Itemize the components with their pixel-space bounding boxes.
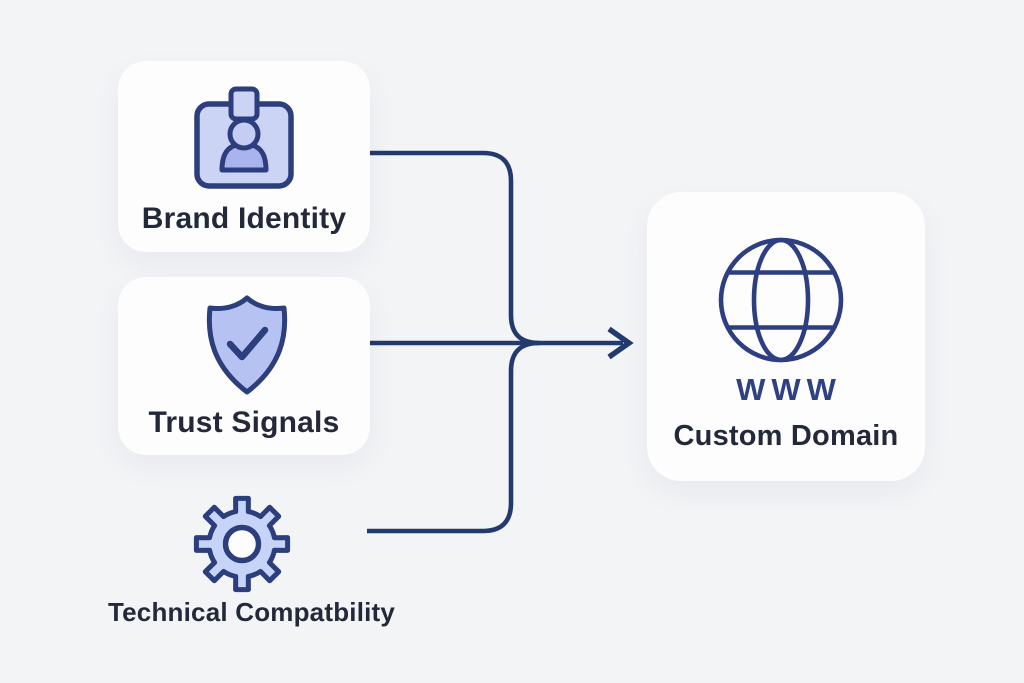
input-label-technical-compatibility: Technical Compatbility — [108, 597, 396, 627]
id-badge-icon — [194, 86, 294, 189]
shield-check-icon — [206, 295, 288, 395]
output-acronym-www: WWW — [736, 372, 842, 407]
gear-icon — [193, 495, 291, 593]
connector-top — [370, 150, 540, 346]
input-label-trust-signals: Trust Signals — [148, 406, 340, 439]
globe-icon — [718, 237, 844, 363]
arrowhead-icon — [607, 326, 634, 360]
connector-bottom — [367, 340, 540, 534]
input-label-brand-identity: Brand Identity — [141, 202, 347, 235]
output-label-custom-domain: Custom Domain — [673, 420, 899, 452]
